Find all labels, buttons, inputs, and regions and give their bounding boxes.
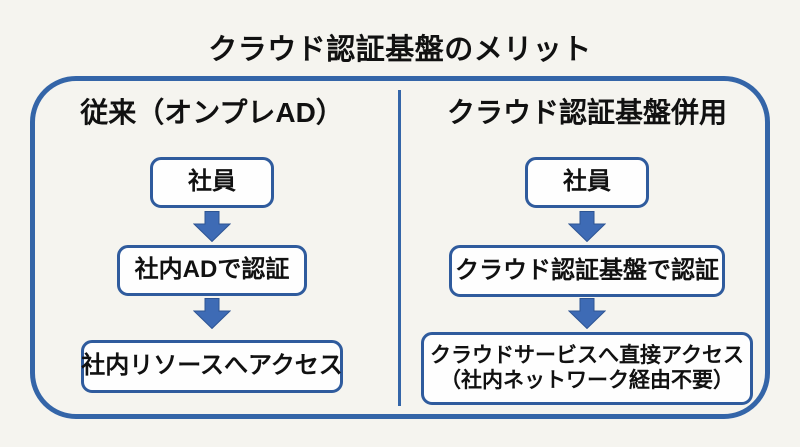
down-arrow-icon <box>568 298 606 329</box>
flow-box-right-access: クラウドサービスへ直接アクセス （社内ネットワーク経由不要） <box>421 332 753 405</box>
flow-box-label-line2: （社内ネットワーク経由不要） <box>440 368 734 392</box>
down-arrow-icon <box>193 298 231 329</box>
right-column-header: クラウド認証基盤併用 <box>446 97 728 128</box>
flow-box-left-employee: 社員 <box>150 157 274 208</box>
down-arrow-icon <box>193 211 231 242</box>
flow-box-right-auth: クラウド認証基盤で認証 <box>449 245 725 297</box>
flow-box-label: 社員 <box>188 168 236 196</box>
flow-box-label: 社員 <box>563 168 611 196</box>
flow-box-label: 社内ADで認証 <box>134 256 290 284</box>
flow-box-left-auth: 社内ADで認証 <box>117 245 307 296</box>
flow-box-label: 社内リソースへアクセス <box>81 352 343 380</box>
down-arrow-icon <box>568 211 606 242</box>
flow-box-left-access: 社内リソースへアクセス <box>81 340 343 393</box>
left-column-header: 従来（オンプレAD） <box>80 97 344 128</box>
flow-box-label: クラウド認証基盤で認証 <box>455 256 719 284</box>
comparison-panel: 従来（オンプレAD） 社員 社内ADで認証 社内リソースへアクセス クラウド認証… <box>30 76 770 419</box>
flow-box-label-line1: クラウドサービスへ直接アクセス <box>430 343 744 367</box>
flow-box-right-employee: 社員 <box>525 157 649 208</box>
page-title: クラウド認証基盤のメリット <box>208 34 592 66</box>
column-divider <box>398 90 401 406</box>
